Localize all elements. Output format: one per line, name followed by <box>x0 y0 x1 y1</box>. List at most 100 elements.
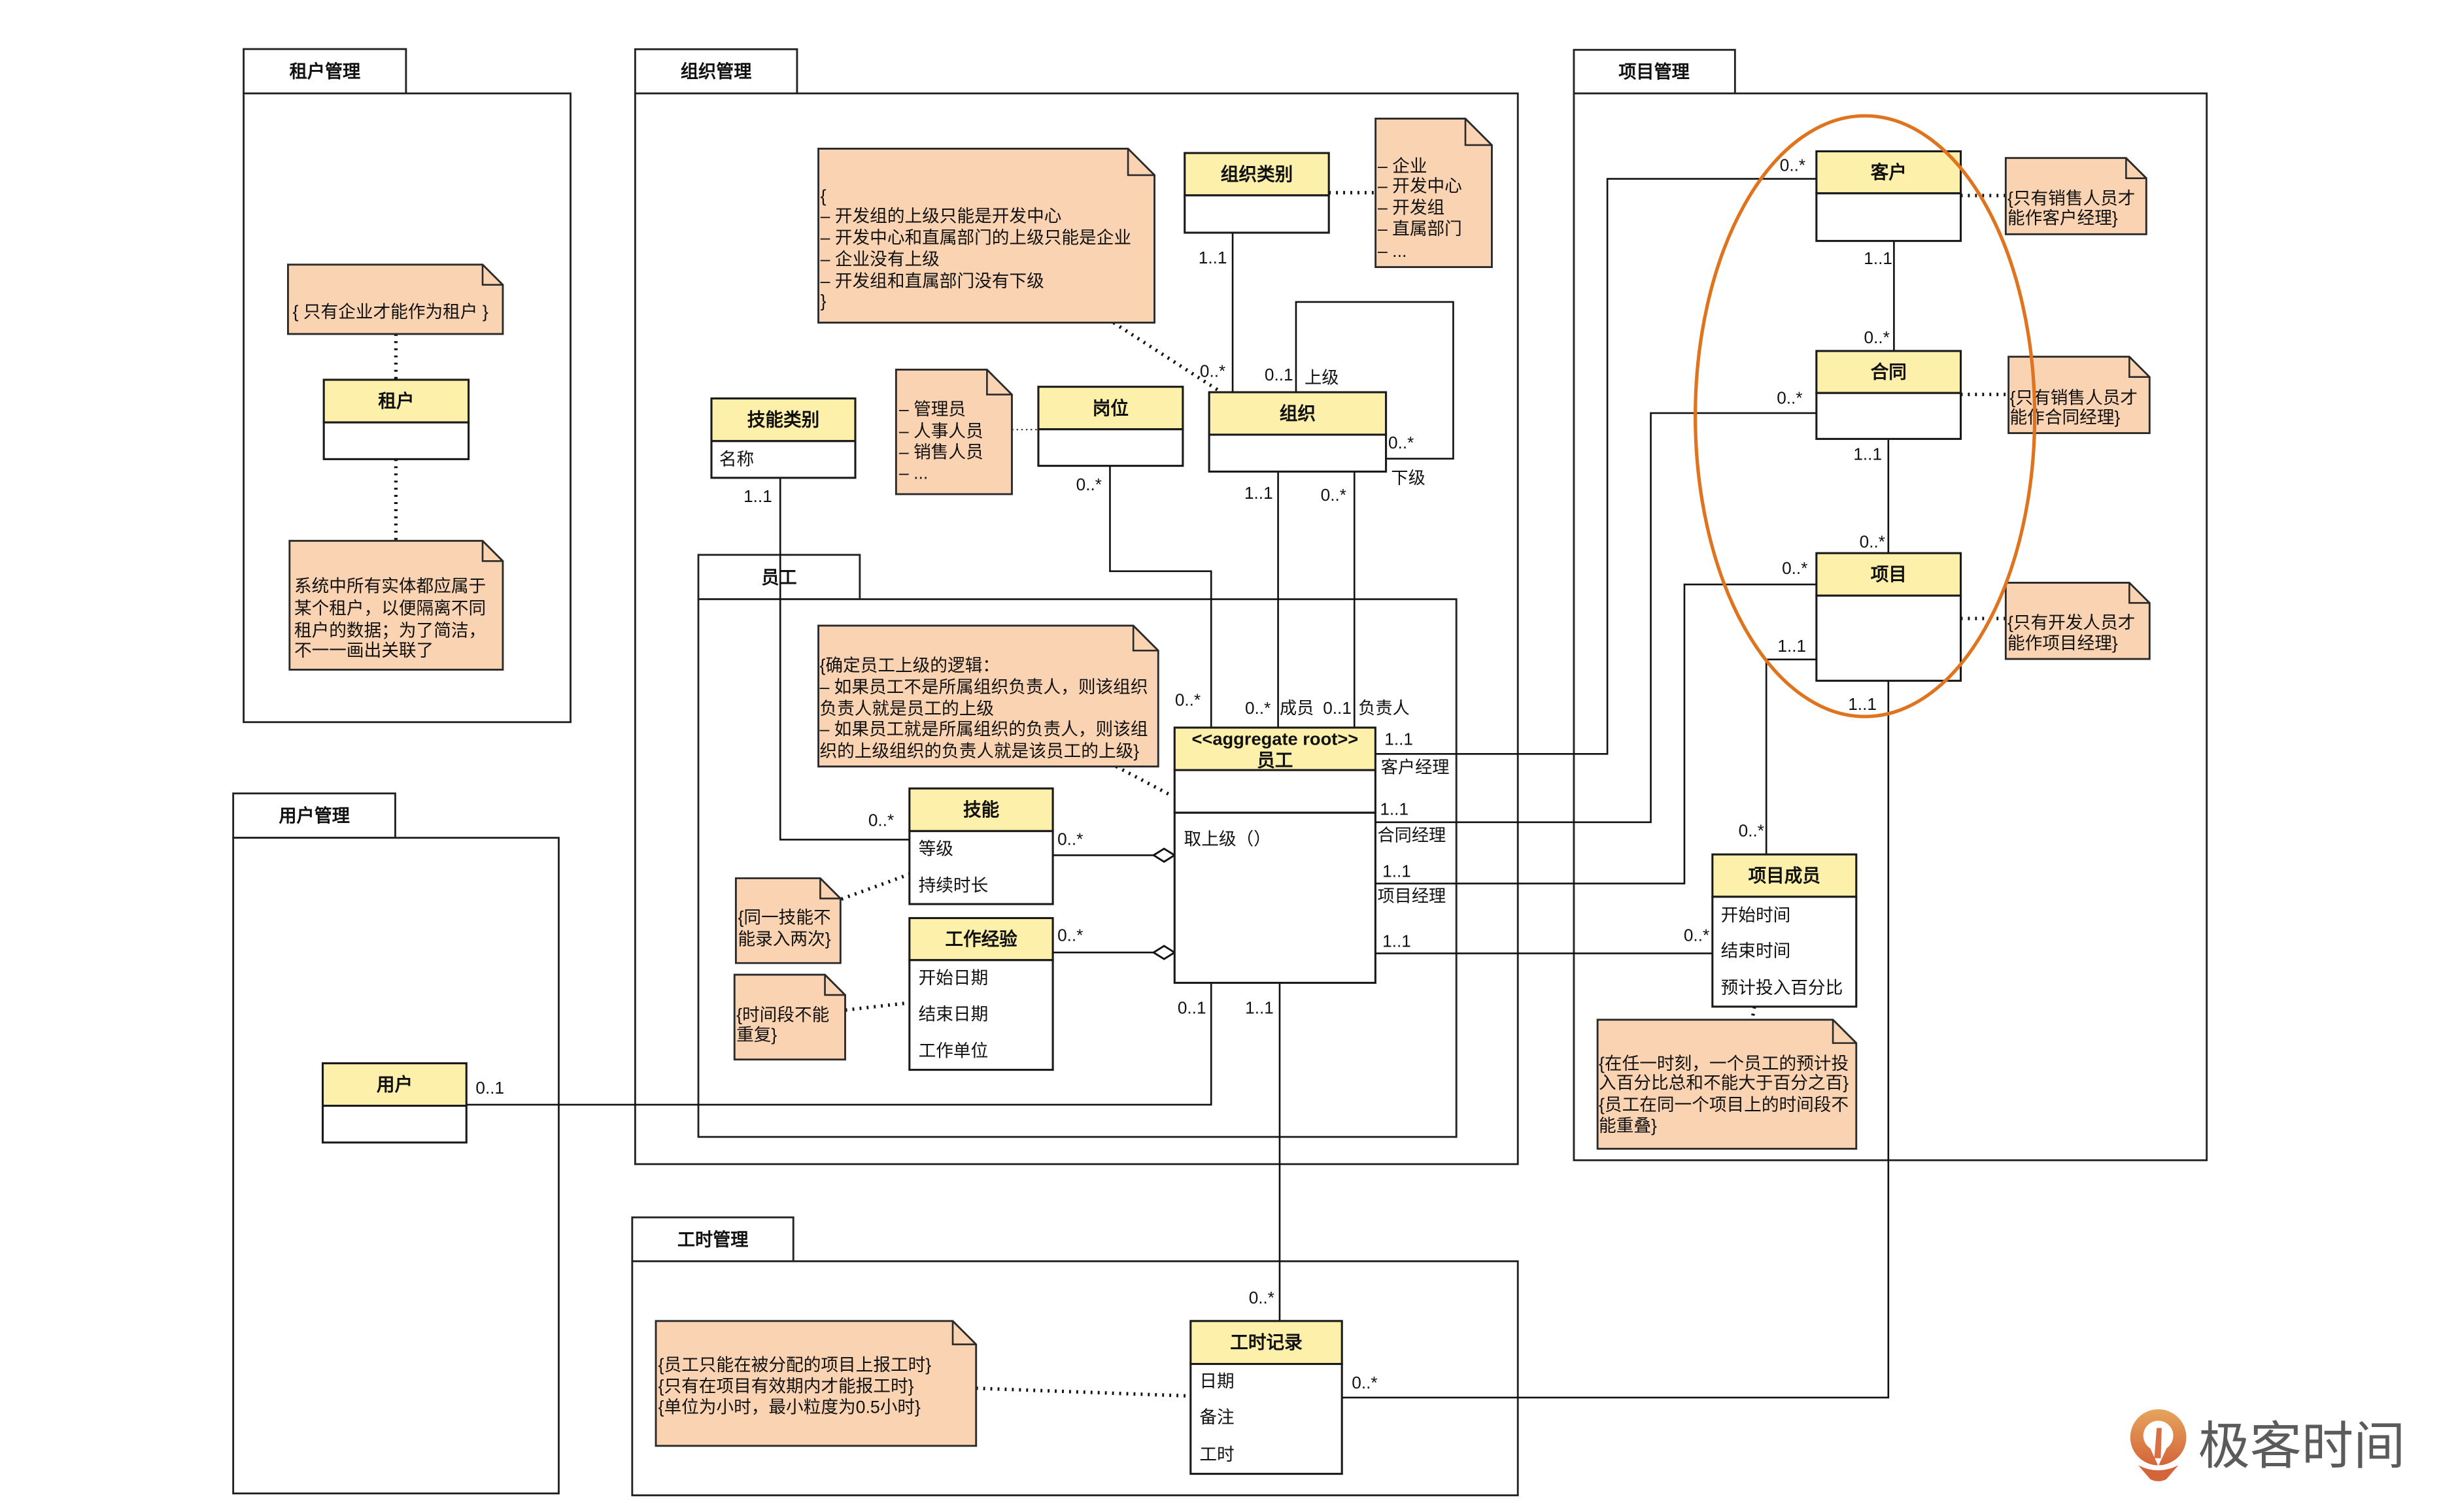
class-attribute: 开始日期 <box>919 968 989 988</box>
package-tab <box>697 554 861 601</box>
note-shape <box>2004 157 2147 235</box>
multiplicity-label: 0..* <box>1777 388 1802 407</box>
role-label: 合同经理 <box>1378 826 1446 845</box>
class-attributes <box>1815 594 1962 682</box>
package-title: 用户管理 <box>279 805 350 826</box>
multiplicity-label: 0..* <box>1782 558 1807 578</box>
class-user: 用户 <box>321 1062 468 1144</box>
class-name: 项目 <box>1871 564 1907 584</box>
association-line-employee-project <box>1375 583 1817 884</box>
class-employee: <<aggregate root>> 员工 取上级（） <box>1173 726 1376 984</box>
note-line: {在任一时刻，一个员工的预计投 <box>1599 1054 1849 1073</box>
class-attributes <box>1208 433 1388 473</box>
note-line: – ... <box>1378 241 1407 261</box>
multiplicity-label: 0..* <box>1864 328 1890 347</box>
note-line: } <box>821 291 827 311</box>
note-line: – 如果员工不是所属组织负责人，则该组织 <box>819 677 1148 697</box>
class-name: 用户 <box>377 1075 413 1095</box>
note-line: – ... <box>899 463 928 482</box>
aggregate-highlight-ellipse <box>1694 114 2037 718</box>
multiplicity-label: 0..* <box>1321 485 1346 505</box>
class-header <box>1815 150 1962 195</box>
note-line: 重复} <box>736 1025 777 1045</box>
note-line: 能作合同经理} <box>2010 407 2121 427</box>
note-fold-icon <box>824 975 845 996</box>
note-line: – 管理员 <box>899 399 966 419</box>
class-name: 岗位 <box>1093 398 1129 418</box>
package-tab <box>634 48 798 95</box>
class-header <box>322 378 470 424</box>
association-line-skill-category-skill <box>779 477 910 841</box>
package-title: 工时管理 <box>677 1229 749 1249</box>
multiplicity-label: 0..* <box>1076 475 1102 494</box>
class-organization: 组织 <box>1208 391 1388 473</box>
note-line: 入百分比总和不能大于百分之百} <box>1599 1073 1849 1092</box>
class-attributes <box>1189 1362 1343 1475</box>
note-line: – 人事人员 <box>899 422 983 441</box>
note-tenant-scope: 系统中所有实体都应属于 某个租户，以便隔离不同 租户的数据；为了简洁， 不一一画… <box>288 539 504 671</box>
package-body <box>232 837 560 1495</box>
note-line: { 只有企业才能作为租户 } <box>293 302 488 322</box>
note-line: {确定员工上级的逻辑： <box>819 656 999 675</box>
note-line: {同一技能不 <box>738 908 830 928</box>
class-name: 员工 <box>1257 750 1293 770</box>
note-fold-icon <box>2128 582 2150 604</box>
class-skill-category: 技能类别 名称 <box>710 397 857 479</box>
class-name: 工作经验 <box>945 929 1017 949</box>
association-line-project-timesheet <box>1342 680 1890 1399</box>
class-name: 组织 <box>1280 403 1316 424</box>
note-position-values: – 管理员 – 人事人员 – 销售人员 – ... <box>895 369 1013 496</box>
multiplicity-label: 0..* <box>1860 532 1885 552</box>
class-name: 组织类别 <box>1221 164 1293 184</box>
package-title: 项目管理 <box>1618 61 1690 82</box>
multiplicity-label: 1..1 <box>1199 248 1227 267</box>
class-operations <box>1173 811 1376 984</box>
note-line: – 开发中心和直属部门的上级只能是企业 <box>821 228 1131 248</box>
note-tenant-rule: { 只有企业才能作为租户 } <box>287 263 504 335</box>
note-line: {单位为小时，最小粒度为0.5小时} <box>658 1398 921 1417</box>
multiplicity-label: 1..1 <box>1382 931 1411 950</box>
class-attributes <box>1173 769 1376 814</box>
note-shape <box>817 624 1159 767</box>
note-line: 某个租户，以便隔离不同 <box>294 599 486 618</box>
package-user-management: 用户管理 <box>232 792 560 1495</box>
class-name: 客户 <box>1871 162 1907 182</box>
package-title: 租户管理 <box>290 61 361 82</box>
multiplicity-label: 1..1 <box>1864 248 1892 268</box>
class-attribute: 工作单位 <box>919 1041 989 1061</box>
package-tab <box>631 1216 794 1262</box>
class-project-member: 项目成员 开始时间 结束时间 预计投入百分比 <box>1711 853 1858 1008</box>
multiplicity-label: 1..1 <box>1384 729 1413 748</box>
note-line: {只有销售人员才 <box>2007 189 2136 209</box>
note-fold-icon <box>951 1320 976 1345</box>
note-line: {只有开发人员才 <box>2007 613 2136 633</box>
class-attributes <box>710 440 857 479</box>
multiplicity-label: 1..1 <box>743 486 772 506</box>
logo-text: 极客时间 <box>2198 1416 2406 1476</box>
note-line: – 开发组 <box>1378 198 1444 218</box>
multiplicity-label: 0..* <box>1352 1373 1377 1392</box>
class-attributes <box>1711 896 1858 1008</box>
note-project-rule: {只有开发人员才 能作项目经理} <box>2004 581 2151 660</box>
note-line: – 企业 <box>1378 156 1427 176</box>
role-label: 客户经理 <box>1381 758 1450 777</box>
note-line: {员工只能在被分配的项目上报工时} <box>658 1355 932 1375</box>
note-contract-rule: {只有销售人员才 能作合同经理} <box>2007 356 2151 435</box>
multiplicity-label: 1..1 <box>1245 998 1274 1017</box>
note-line: 能作客户经理} <box>2007 208 2118 227</box>
class-project: 项目 <box>1815 552 1962 682</box>
class-position: 岗位 <box>1037 386 1184 467</box>
multiplicity-label: 0..* <box>1684 925 1709 945</box>
class-name: 合同 <box>1871 362 1907 382</box>
class-attribute: 等级 <box>919 839 953 859</box>
note-line: – 开发组的上级只能是开发中心 <box>821 207 1062 226</box>
class-operation: 取上级（） <box>1184 829 1271 848</box>
note-fold-icon <box>819 878 841 899</box>
package-tab <box>243 48 407 95</box>
note-line: 负责人就是员工的上级 <box>819 699 994 718</box>
note-fold-icon <box>1832 1019 1856 1044</box>
class-name: 技能 <box>963 799 1000 820</box>
multiplicity-label: 0..* <box>1388 433 1414 452</box>
class-org-category: 组织类别 <box>1184 152 1330 234</box>
